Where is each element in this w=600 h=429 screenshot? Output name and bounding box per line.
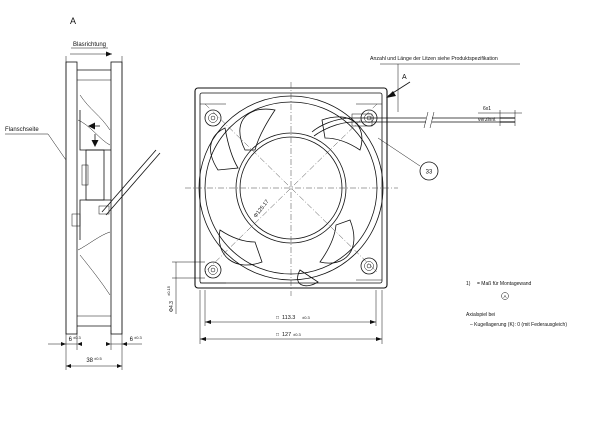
side-cable: [105, 152, 161, 216]
pitch-dim-value: 113.3: [282, 315, 295, 321]
strip-dim: 6x1: [483, 106, 491, 112]
wire-break: [423, 111, 429, 129]
dim-left-value: 6: [69, 337, 73, 343]
view-label: A: [70, 16, 76, 26]
view-arrow-label: A: [402, 74, 407, 81]
pitch-dim-box: □: [276, 315, 279, 321]
wire-strain-relief: [351, 113, 373, 127]
mounting-hole-bl: [204, 261, 222, 279]
side-boss-lower: [71, 213, 81, 227]
hole-dim-value: Φ4.3: [169, 301, 175, 312]
dim-arrow: [376, 337, 382, 341]
dim-arrow: [106, 342, 111, 346]
notes: 1) = Maß für Montagewand A Axialspiel be…: [466, 281, 567, 328]
mounting-hole-tl: [204, 109, 222, 127]
axial-item: – Kugellagerung (K): 0 (mit Federausglei…: [470, 322, 567, 328]
centerline-diagonal: [204, 103, 378, 273]
dim-arrow: [61, 342, 66, 346]
footnote-marker: 1): [466, 281, 471, 287]
footnote-text: = Maß für Montagewand: [477, 281, 532, 287]
centerline-diagonal: [204, 103, 378, 273]
footnote-symbol: A: [503, 294, 506, 299]
side-view: Blasrichtung: [5, 42, 161, 370]
dim-arrow: [200, 337, 206, 341]
fan-blades: [210, 108, 363, 287]
flange-label: Flanschseite: [5, 127, 39, 133]
size-dim-tol: ±0.3: [293, 332, 302, 337]
wire-spec-note: Anzahl und Länge der Litzen siehe Produk…: [370, 56, 498, 62]
dim-arrow: [117, 364, 122, 368]
wire-break: [429, 111, 435, 129]
dim-arrow: [77, 342, 82, 346]
flow-arrow-head: [91, 140, 99, 147]
airflow-arrow-head: [106, 51, 112, 57]
side-blade: [77, 231, 111, 251]
dim-arrow: [370, 320, 376, 324]
side-cable-gland: [98, 205, 110, 215]
dim-depth-tol: ±0.5: [94, 356, 103, 361]
callout-leader: [377, 137, 421, 167]
strip-note: verzinnt: [478, 117, 496, 123]
side-flange-right: [110, 61, 123, 335]
callout-number: 33: [426, 170, 433, 176]
axial-title: Axialspiel bei: [466, 312, 495, 318]
side-hub-boss: [81, 164, 89, 186]
size-dim-value: 127: [282, 332, 291, 338]
dim-arrow: [205, 320, 211, 324]
dim-left-tol: ±0.3: [73, 335, 82, 340]
size-dim-box: □: [276, 332, 279, 338]
diameter-label: Φ125.17: [253, 199, 271, 219]
side-blade: [79, 254, 111, 296]
footnote-symbol-circle: [501, 292, 509, 300]
side-blade: [77, 119, 111, 146]
airflow-label: Blasrichtung: [73, 42, 106, 48]
wire-bundle: [313, 121, 386, 137]
mounting-hole-br: [360, 257, 378, 275]
side-motor: [85, 149, 105, 201]
hole-dim-tol: ±0.15: [166, 285, 171, 296]
rotation-arrow-head: [88, 122, 95, 130]
view-arrow-head: [386, 91, 396, 98]
dim-arrow: [122, 342, 127, 346]
side-blade: [79, 94, 111, 131]
front-view: Φ125.17 A: [166, 74, 411, 344]
wire-detail: Anzahl und Länge der Litzen siehe Produk…: [370, 56, 522, 181]
dim-depth-value: 38: [86, 358, 93, 364]
hub-outer: [235, 132, 347, 244]
pitch-dim-tol: ±0.3: [302, 315, 311, 320]
dim-arrow: [66, 364, 71, 368]
side-cable: [101, 149, 157, 213]
dim-right-value: 6: [130, 337, 134, 343]
side-flange-left: [65, 61, 78, 335]
dim-right-tol: ±0.3: [134, 335, 143, 340]
flange-leader: [47, 133, 67, 161]
callout-circle: [419, 161, 439, 181]
